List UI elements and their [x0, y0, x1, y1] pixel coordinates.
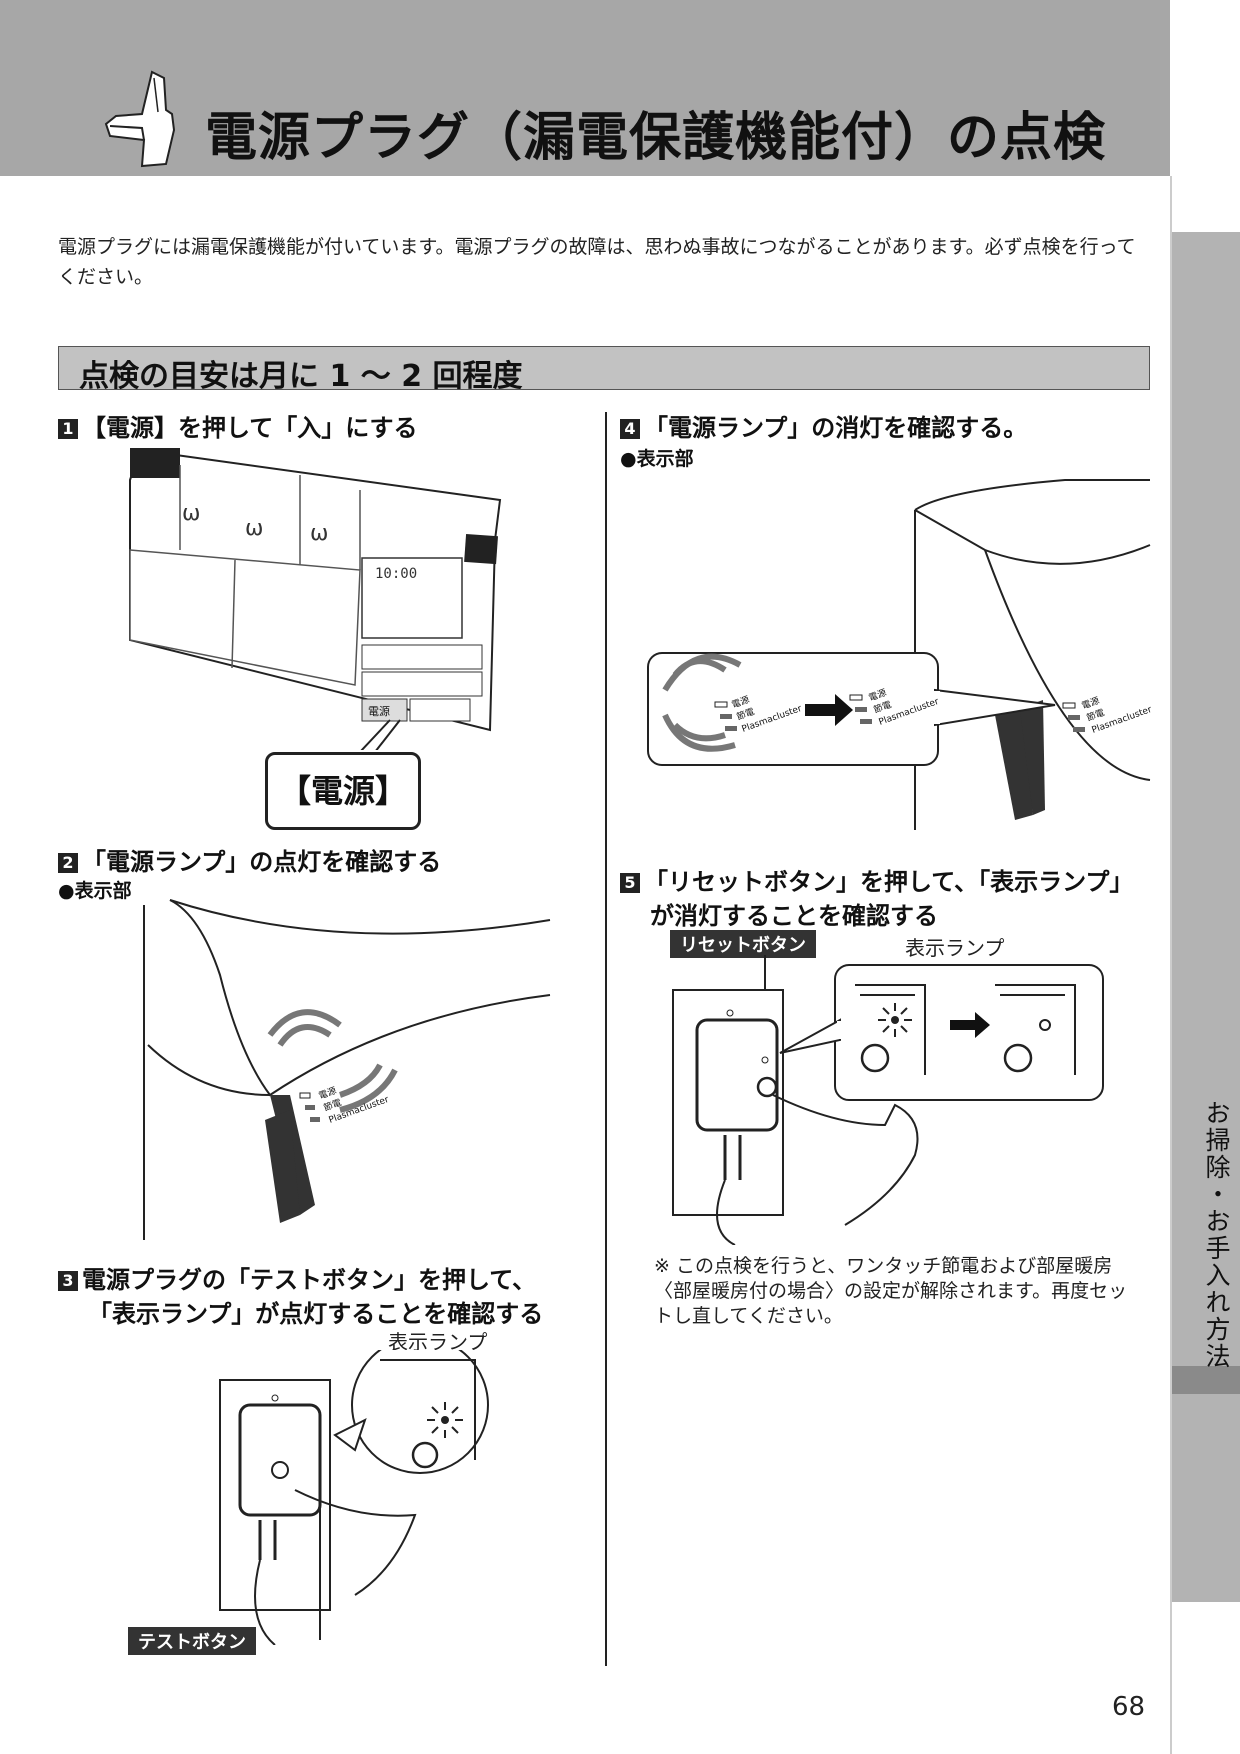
remote-power-button-label: 電源 [368, 704, 390, 718]
reset-plug-figure [672, 955, 1104, 1245]
step-text-line1: 「リセットボタン」を押して、「表示ランプ」 [644, 868, 1134, 896]
svg-text:ω: ω [182, 501, 200, 526]
step-text: 「電源ランプ」の点灯を確認する [82, 848, 442, 876]
reset-button-label: リセットボタン [670, 930, 816, 958]
test-plug-figure [219, 1350, 489, 1645]
page-title: 電源プラグ（漏電保護機能付）の点検 [205, 108, 1107, 168]
remote-control-figure: ω ω ω 10:00 電源 [129, 448, 502, 750]
step-number: 5 [620, 873, 640, 893]
column-divider [605, 412, 607, 1666]
header-band: 電源プラグ（漏電保護機能付）の点検 [0, 0, 1170, 176]
step-3-heading-line2: 「表示ランプ」が点灯することを確認する [88, 1300, 544, 1328]
step-2-heading: 2「電源ランプ」の点灯を確認する [58, 842, 441, 877]
intro-text: 電源プラグには漏電保護機能が付いています。電源プラグの故障は、思わぬ事故につなが… [58, 236, 1136, 288]
step-number: 3 [58, 1271, 78, 1291]
reset-note: ※ この点検を行うと、ワンタッチ節電および部屋暖房〈部屋暖房付の場合〉の設定が解… [654, 1255, 1128, 1327]
step-text: 【電源】を押して「入」にする [82, 414, 418, 442]
side-index-tab [1172, 232, 1240, 1602]
side-index-marker [1172, 1366, 1240, 1394]
power-button-callout: 【電源】 [265, 752, 421, 830]
display-lamp-on-figure: 電源 節電 Plasmacluster [143, 899, 551, 1240]
step-number: 2 [58, 853, 78, 873]
step-4-subtitle: ●表示部 [620, 448, 694, 470]
toilet-icon [104, 70, 176, 168]
step-text: 「電源ランプ」の消灯を確認する。 [644, 414, 1028, 442]
step-number: 1 [58, 419, 78, 439]
step-4-heading: 4「電源ランプ」の消灯を確認する。 [620, 408, 1027, 443]
svg-text:ω: ω [245, 516, 263, 541]
display-lamp-label: 表示ランプ [905, 936, 1005, 960]
test-button-label: テストボタン [128, 1627, 256, 1655]
step-number: 4 [620, 419, 640, 439]
step-5-heading-line2: が消灯することを確認する [650, 902, 938, 930]
svg-text:ω: ω [310, 521, 328, 546]
svg-text:10:00: 10:00 [375, 566, 417, 582]
step-2-subtitle: ●表示部 [58, 880, 132, 902]
section-header: 点検の目安は月に 1 ～ 2 回程度 [58, 346, 1150, 394]
step-5-heading: 5「リセットボタン」を押して、「表示ランプ」 [620, 862, 1133, 897]
section-title: 点検の目安は月に 1 ～ 2 回程度 [79, 359, 523, 394]
page-number: 68 [1112, 1692, 1146, 1722]
step-1-heading: 1【電源】を押して「入」にする [58, 408, 418, 443]
side-index-label: お掃除・お手入れ方法 [1202, 1100, 1231, 1370]
step-text-line1: 電源プラグの「テストボタン」を押して、 [82, 1266, 537, 1294]
display-lamp-off-figure: 電源 節電 Plasmacluster 電源 節電 Plasmacluster … [647, 479, 1154, 830]
